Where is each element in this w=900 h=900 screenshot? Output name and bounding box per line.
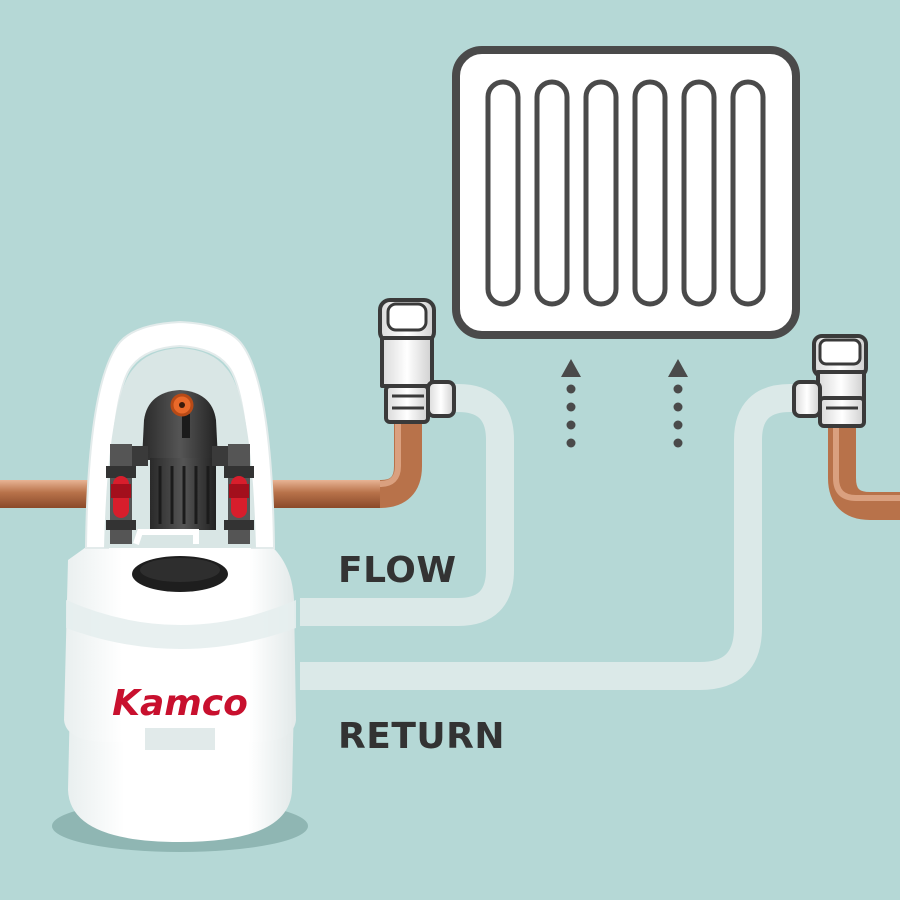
return-hose (300, 384, 808, 690)
power-flush-unit: Kamco (52, 320, 308, 852)
flow-hose (300, 384, 514, 626)
red-ball-valve-icon (224, 444, 254, 544)
radiator (452, 46, 800, 339)
return-label: RETURN (338, 716, 505, 757)
brand-logo: Kamco (112, 683, 248, 724)
arrow-up-dotted-icon (561, 359, 581, 448)
copper-pipe-right (828, 420, 900, 520)
radiator-valve-icon (792, 334, 868, 428)
bracket (133, 529, 199, 545)
flow-label: FLOW (338, 550, 457, 591)
radiator-fins (485, 79, 766, 307)
label-plate (145, 728, 215, 750)
red-ball-valve-icon (106, 444, 136, 544)
radiator-valve-icon (378, 298, 456, 424)
knob-icon (170, 393, 194, 417)
pump-motor (132, 390, 228, 530)
arrow-up-dotted-icon (668, 359, 688, 448)
